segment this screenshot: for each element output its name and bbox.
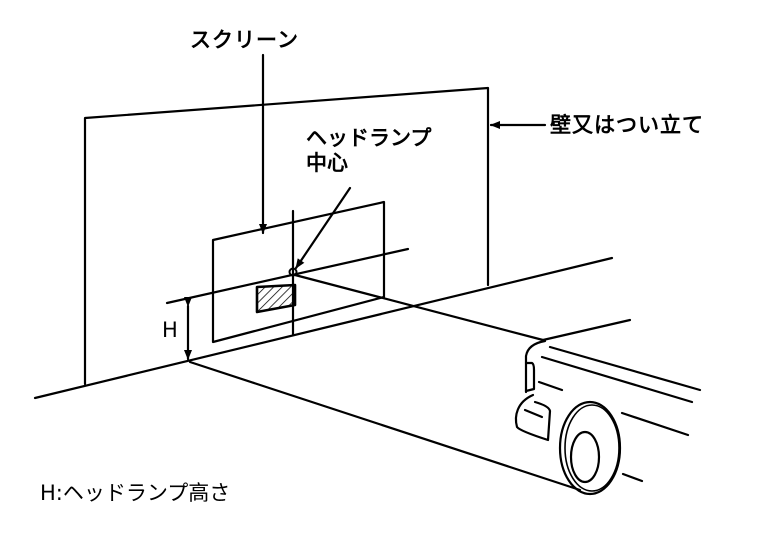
headlamp-center-label-line2: 中心 (306, 151, 348, 175)
screen (165, 200, 410, 344)
headlamp-pattern-hatched (255, 283, 297, 314)
wheel-tire (558, 400, 622, 496)
floor-back-line (33, 256, 614, 400)
wall (83, 86, 490, 386)
screen-label: スクリーン (190, 28, 299, 52)
wall-label: 壁又はつい立て (550, 113, 704, 137)
vehicle (514, 318, 702, 496)
wheel-hub (569, 430, 601, 484)
caption: H:ヘッドランプ高さ (40, 481, 231, 505)
light-beam-lines (188, 273, 582, 492)
headlamp-center-label-line1: ヘッドランプ (306, 126, 432, 150)
headlamp-center-arrow (294, 186, 352, 270)
height-marker-label: H (162, 318, 178, 342)
